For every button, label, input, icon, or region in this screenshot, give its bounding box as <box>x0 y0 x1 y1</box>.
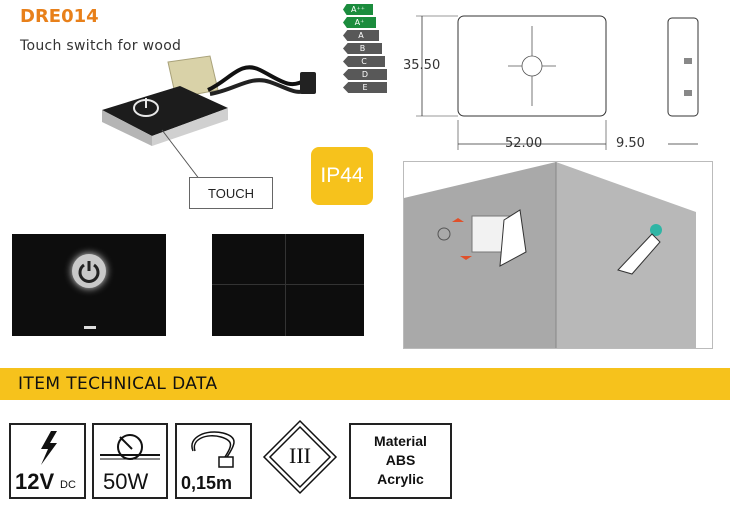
switch-top <box>102 86 228 136</box>
class-iii-diamond-icon <box>262 419 338 495</box>
cable-connector-icon <box>191 431 235 468</box>
energy-class-b: B <box>343 43 382 54</box>
ip-rating-badge: IP44 <box>311 147 373 205</box>
led-indicator <box>84 326 96 329</box>
product-description: Touch switch for wood <box>20 38 182 54</box>
energy-class-e: E <box>343 82 387 93</box>
voltage-unit: DC <box>60 479 76 491</box>
cable-spec: 0,15m <box>175 423 252 499</box>
energy-class-d: D <box>343 69 387 80</box>
energy-class-a: A <box>343 30 379 41</box>
lightning-icon <box>41 431 57 465</box>
touch-switch-installed <box>650 224 662 236</box>
touch-callout: TOUCH <box>189 177 273 209</box>
voltage-value: 12V <box>15 469 55 494</box>
dim-width: 52.00 <box>505 136 543 151</box>
material-acrylic: Acrylic <box>377 471 424 487</box>
product-photo <box>102 55 316 181</box>
cable-length: 0,15m <box>181 473 233 493</box>
product-code: DRE014 <box>20 6 99 27</box>
cable-icon <box>207 65 307 92</box>
front-view <box>12 234 166 336</box>
lamp-symbol-icon <box>100 434 160 460</box>
dim-height: 35.50 <box>403 58 441 73</box>
protection-class-spec: III <box>262 419 338 495</box>
voltage-spec: 12V DC <box>9 423 86 499</box>
back-view <box>212 234 364 336</box>
energy-class-c: C <box>343 56 385 67</box>
installation-illustration <box>403 161 713 349</box>
connector-icon <box>300 72 316 94</box>
dim-depth: 9.50 <box>616 136 645 151</box>
section-title: ITEM TECHNICAL DATA <box>18 374 218 394</box>
material-spec: Material ABS Acrylic <box>349 423 452 499</box>
energy-class-ap: A⁺ <box>343 17 376 28</box>
power-spec: 50W <box>92 423 168 499</box>
section-banner <box>0 368 730 400</box>
power-value: 50W <box>103 469 149 494</box>
energy-class-app: A⁺⁺ <box>343 4 373 15</box>
material-heading: Material <box>374 433 427 449</box>
power-button-icon <box>72 254 106 288</box>
protection-class-value: III <box>289 443 311 468</box>
technical-drawing <box>416 15 699 150</box>
material-abs: ABS <box>385 452 416 468</box>
